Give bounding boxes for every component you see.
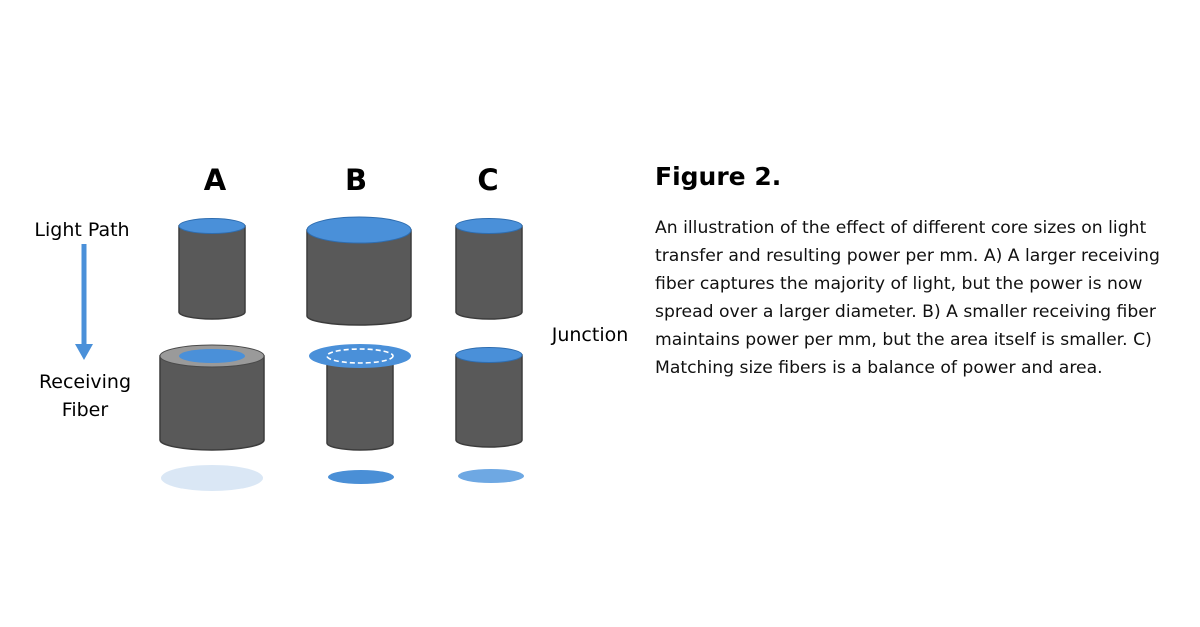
receiving-core-a [179,349,245,363]
column-label-b: B [345,163,367,197]
light-path-label: Light Path [34,219,129,241]
output-spot-c [458,469,524,483]
fiber-diagram: A B C Light Path Receiving Fiber Junctio… [34,163,629,491]
receiving-fiber-label-line2: Fiber [62,399,109,421]
receiving-fiber-c [455,347,523,448]
receiving-fiber-b [309,344,411,451]
output-spot-a [161,465,263,491]
receiving-core-outline-b [326,348,394,364]
output-spot-b [328,470,394,484]
source-core-b [306,216,412,244]
source-core-a [178,218,246,234]
receiving-fiber-a [159,344,265,451]
column-label-a: A [204,163,227,197]
source-fiber-c [455,218,523,320]
source-fiber-b [306,216,412,326]
junction-label: Junction [551,324,629,346]
figure-title: Figure 2. [655,162,782,191]
source-fiber-a [178,218,246,320]
incident-light-b [309,344,411,368]
column-label-c: C [477,163,498,197]
receiving-fiber-label-line1: Receiving [39,371,131,393]
receiving-core-c [455,347,523,363]
light-path-arrow [75,244,93,360]
figure-caption: An illustration of the effect of differe… [655,218,1160,378]
source-core-c [455,218,523,234]
